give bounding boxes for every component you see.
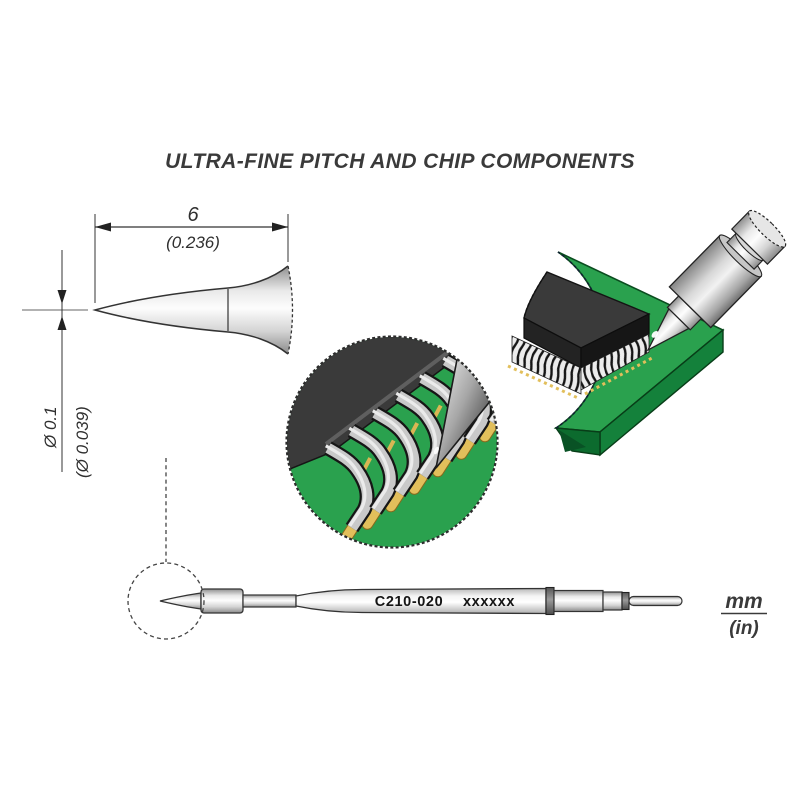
pcb-corner-notch (559, 430, 586, 452)
cartridge-neck (242, 594, 297, 608)
tip-side-view (92, 265, 294, 355)
arrowhead-left (95, 222, 111, 232)
tool-glint (651, 330, 659, 338)
arrowhead-up (57, 316, 67, 330)
cartridge-shaft (628, 595, 683, 607)
length-dimension: 6 (0.236) (94, 204, 289, 303)
soldering-tool-3d (646, 209, 787, 352)
chip-leads-left-row (511, 335, 582, 395)
diameter-dimension: Ø 0.1 (Ø 0.039) (22, 250, 92, 478)
application-3d-view (507, 209, 787, 457)
diameter-mm-label: Ø 0.1 (41, 406, 60, 449)
arrowhead-right (272, 222, 288, 232)
cartridge-side-view: C210-020 xxxxxx (127, 458, 683, 640)
detail-view (285, 335, 499, 549)
tool-break-edge (748, 209, 787, 248)
tip-cone-outline (92, 265, 289, 355)
detail-circle-border (285, 335, 499, 549)
length-mm-label: 6 (187, 204, 199, 226)
cartridge-barrel (553, 589, 604, 613)
detail-tip-glint (433, 446, 439, 455)
chip-break-edge (523, 271, 548, 319)
chip-leads-right-row (580, 333, 650, 391)
page-title: ULTRA-FINE PITCH AND CHIP COMPONENTS (165, 150, 635, 173)
units-metric: mm (725, 590, 762, 613)
detail-chip-bevel (324, 337, 470, 446)
cartridge-tip-cone (159, 592, 202, 610)
tip-cone-body (95, 266, 293, 354)
length-in-label: (0.236) (166, 233, 220, 252)
arrowhead-down (57, 290, 67, 304)
tip-cone-break-edge (287, 265, 294, 355)
cartridge-step (602, 591, 623, 611)
cartridge-ring-2 (621, 591, 630, 611)
cartridge-batch-label: xxxxxx (463, 594, 515, 610)
detail-indicator-circle (127, 562, 205, 640)
cartridge-ring-1 (545, 586, 555, 616)
units-label: mm (in) (721, 590, 767, 639)
units-imperial: (in) (729, 618, 759, 639)
cartridge-collar (200, 588, 244, 614)
cartridge-model-label: C210-020 (375, 594, 444, 610)
diameter-in-label: (Ø 0.039) (73, 406, 92, 478)
detail-chip-body (287, 337, 476, 484)
